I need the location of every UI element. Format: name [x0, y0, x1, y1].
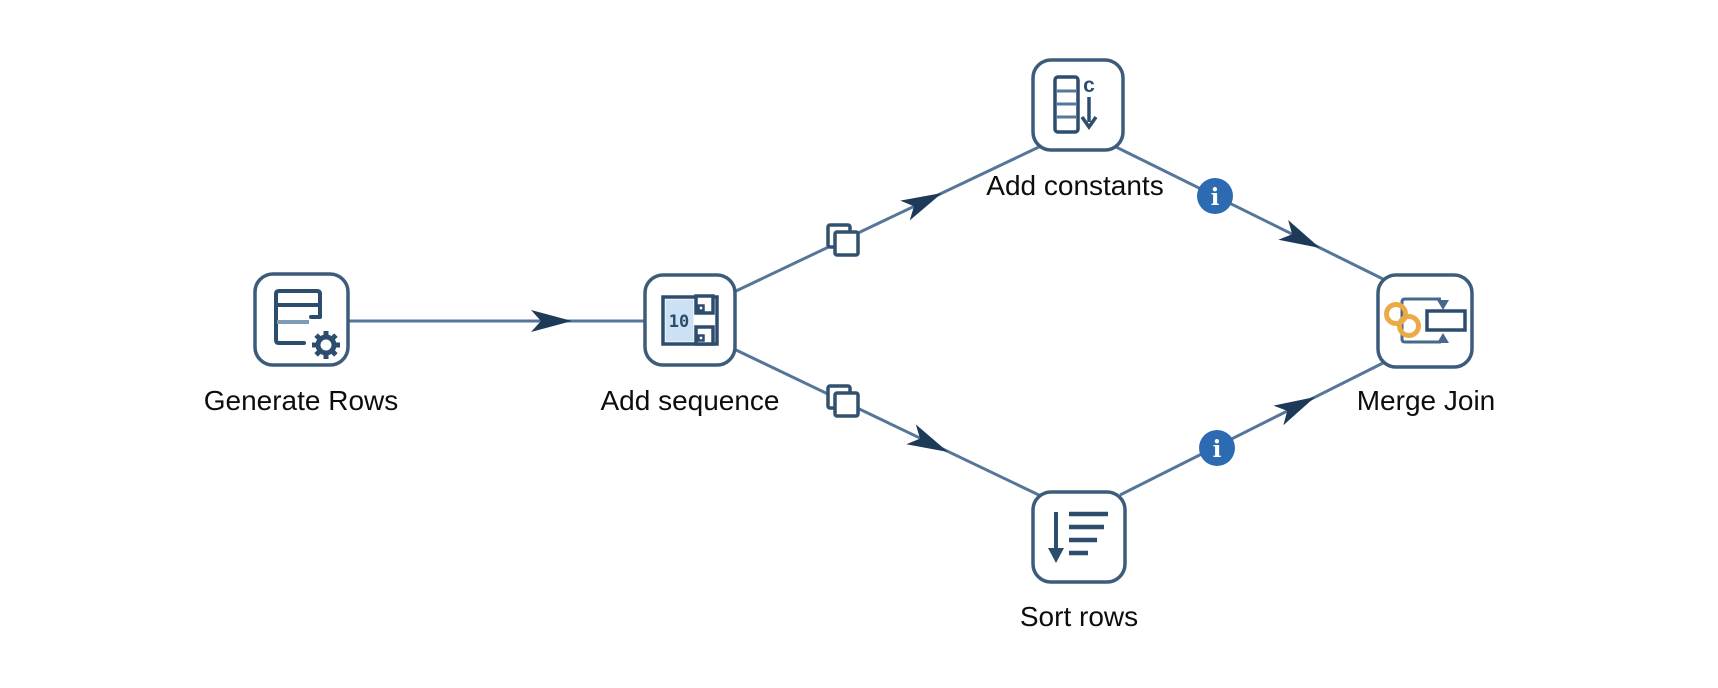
merge-join-icon	[1384, 297, 1467, 344]
info-badge-glyph: i	[1213, 436, 1222, 463]
node-frame[interactable]	[1031, 490, 1127, 584]
table-gear-icon	[274, 289, 343, 362]
node-merge-join[interactable]: Merge Join	[1357, 273, 1496, 416]
edge-add-sequence-to-sort-rows[interactable]	[735, 348, 1042, 498]
edge-line[interactable]	[735, 348, 1042, 498]
sequence-counter-value: 10	[669, 312, 689, 332]
edge-add-constants-to-merge-join[interactable]: i	[1115, 145, 1384, 281]
chain-link-icon	[1384, 302, 1421, 338]
node-label: Generate Rows	[204, 385, 399, 416]
sort-descending-icon	[1048, 511, 1108, 563]
edge-sort-rows-to-merge-join[interactable]: i	[1119, 361, 1384, 497]
edge-arrowhead	[1273, 397, 1315, 426]
gear-icon	[309, 328, 343, 362]
node-frame[interactable]	[1376, 273, 1474, 369]
merge-row-icon	[1425, 309, 1467, 332]
node-sort-rows[interactable]: Sort rows	[1020, 490, 1138, 632]
edge-add-sequence-to-add-constants[interactable]	[735, 144, 1042, 293]
constant-c-glyph: c	[1083, 74, 1095, 97]
info-badge-circle[interactable]	[1199, 430, 1235, 466]
copy-rows-icon[interactable]	[826, 223, 860, 257]
edge-arrowhead	[531, 310, 572, 332]
edge-arrowhead	[1278, 219, 1320, 248]
down-arrow-icon	[1080, 97, 1098, 131]
node-label: Add sequence	[600, 385, 779, 416]
edge-line[interactable]	[735, 144, 1042, 293]
node-label: Add constants	[986, 170, 1163, 201]
copy-rows-icon[interactable]	[826, 384, 860, 418]
edge-arrowhead	[906, 424, 948, 452]
info-badge-icon[interactable]: i	[1199, 430, 1235, 466]
node-generate-rows[interactable]: Generate Rows	[204, 272, 399, 416]
column-constant-icon: c	[1053, 74, 1098, 134]
info-badge-circle[interactable]	[1197, 178, 1233, 214]
edge-generate-rows-to-add-sequence[interactable]	[348, 310, 645, 332]
node-label: Merge Join	[1357, 385, 1496, 416]
edge-line[interactable]	[1119, 361, 1384, 497]
edge-line[interactable]	[1115, 145, 1384, 281]
node-label: Sort rows	[1020, 601, 1138, 632]
sequence-counter-icon: 10	[661, 294, 719, 346]
info-badge-icon[interactable]: i	[1197, 178, 1233, 214]
node-add-sequence[interactable]: 10 Add sequence	[600, 273, 780, 416]
node-add-constants[interactable]: c Add constants	[986, 58, 1164, 201]
info-badge-glyph: i	[1211, 184, 1220, 211]
edge-arrowhead	[900, 193, 942, 221]
